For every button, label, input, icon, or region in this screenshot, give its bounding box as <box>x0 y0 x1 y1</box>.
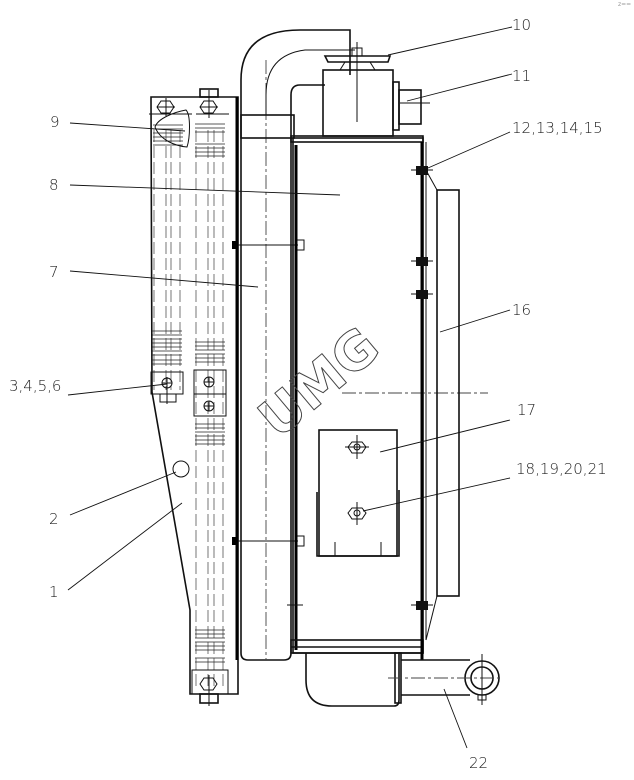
right-panel <box>411 142 460 660</box>
bolt-icon <box>199 90 218 118</box>
callout-8: 8 <box>49 176 59 194</box>
callout-3-4-5-6: 3,4,5,6 <box>9 377 61 395</box>
bolt-icon <box>411 290 433 299</box>
bolt-icon <box>161 377 173 404</box>
callout-17: 17 <box>517 401 536 419</box>
bolt-icon <box>203 376 215 388</box>
bolt-icon <box>199 675 218 706</box>
hole-part-2 <box>172 460 190 478</box>
nut-icon <box>347 502 367 525</box>
callout-10: 10 <box>512 16 531 34</box>
nut-icon <box>345 435 369 459</box>
callout-2: 2 <box>49 510 59 528</box>
callout-22: 22 <box>469 754 488 772</box>
bracket-part-17 <box>316 429 400 557</box>
callout-11: 11 <box>512 67 531 85</box>
corner-mark: z== <box>618 1 631 8</box>
bolt-icon <box>411 601 433 610</box>
callout-1: 1 <box>49 583 59 601</box>
callout-16: 16 <box>512 301 531 319</box>
cap-part-9 <box>154 109 190 148</box>
bottom-outlet <box>305 652 502 707</box>
bolt-icon <box>156 98 175 116</box>
bolt-icon <box>411 166 433 175</box>
filler-neck <box>322 42 430 137</box>
bolt-icon <box>411 257 433 266</box>
callout-9: 9 <box>50 113 60 131</box>
filler-cap-part-10 <box>323 55 392 63</box>
callout-18-19-20-21: 18,19,20,21 <box>516 460 607 478</box>
callout-12-13-14-15: 12,13,14,15 <box>512 119 603 137</box>
bolt-icon <box>203 400 215 412</box>
leader-lines <box>67 26 513 749</box>
side-frame <box>149 88 239 706</box>
outlet-part-11 <box>398 89 422 125</box>
callout-7: 7 <box>49 263 59 281</box>
